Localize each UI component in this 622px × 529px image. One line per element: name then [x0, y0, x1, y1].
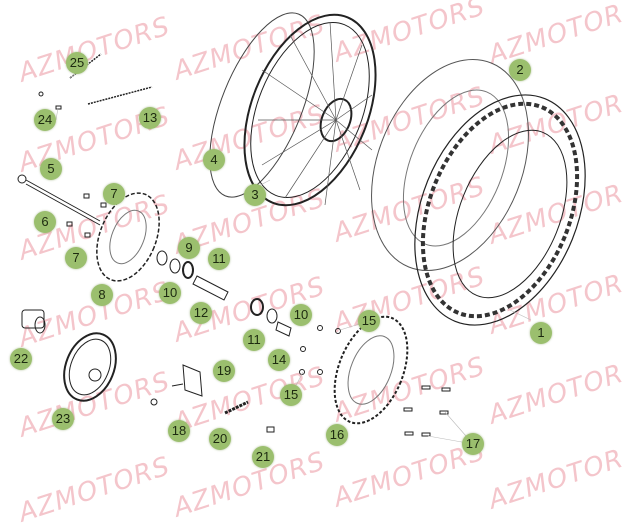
part-callout-25[interactable]: 25: [66, 52, 88, 74]
part-callout-10[interactable]: 10: [159, 282, 181, 304]
part-callout-15[interactable]: 15: [358, 310, 380, 332]
part-callout-1[interactable]: 1: [530, 322, 552, 344]
part-callout-11[interactable]: 11: [208, 248, 230, 270]
part-callout-10[interactable]: 10: [290, 304, 312, 326]
part-callout-21[interactable]: 21: [252, 446, 274, 468]
parts-drawing: [17, 12, 586, 445]
part-callout-17[interactable]: 17: [462, 433, 484, 455]
part-callout-7[interactable]: 7: [65, 247, 87, 269]
part-callout-15[interactable]: 15: [280, 384, 302, 406]
part-callout-16[interactable]: 16: [326, 424, 348, 446]
part-callout-24[interactable]: 24: [34, 109, 56, 131]
part-callout-8[interactable]: 8: [91, 284, 113, 306]
tire-drawing: [414, 94, 586, 326]
part-callout-13[interactable]: 13: [139, 107, 161, 129]
part-callout-3[interactable]: 3: [244, 184, 266, 206]
part-callout-19[interactable]: 19: [213, 360, 235, 382]
part-callout-14[interactable]: 14: [268, 349, 290, 371]
part-callout-12[interactable]: 12: [190, 302, 212, 324]
part-callout-20[interactable]: 20: [209, 428, 231, 450]
part-callout-23[interactable]: 23: [52, 408, 74, 430]
part-callout-9[interactable]: 9: [178, 237, 200, 259]
part-callout-22[interactable]: 22: [10, 348, 32, 370]
spoked-rim-drawing: [243, 13, 377, 207]
part-callout-7[interactable]: 7: [103, 183, 125, 205]
part-callout-6[interactable]: 6: [34, 211, 56, 233]
part-callout-18[interactable]: 18: [168, 420, 190, 442]
part-callout-4[interactable]: 4: [203, 149, 225, 171]
part-callout-11[interactable]: 11: [243, 329, 265, 351]
part-callout-2[interactable]: 2: [509, 59, 531, 81]
part-callout-5[interactable]: 5: [40, 158, 62, 180]
